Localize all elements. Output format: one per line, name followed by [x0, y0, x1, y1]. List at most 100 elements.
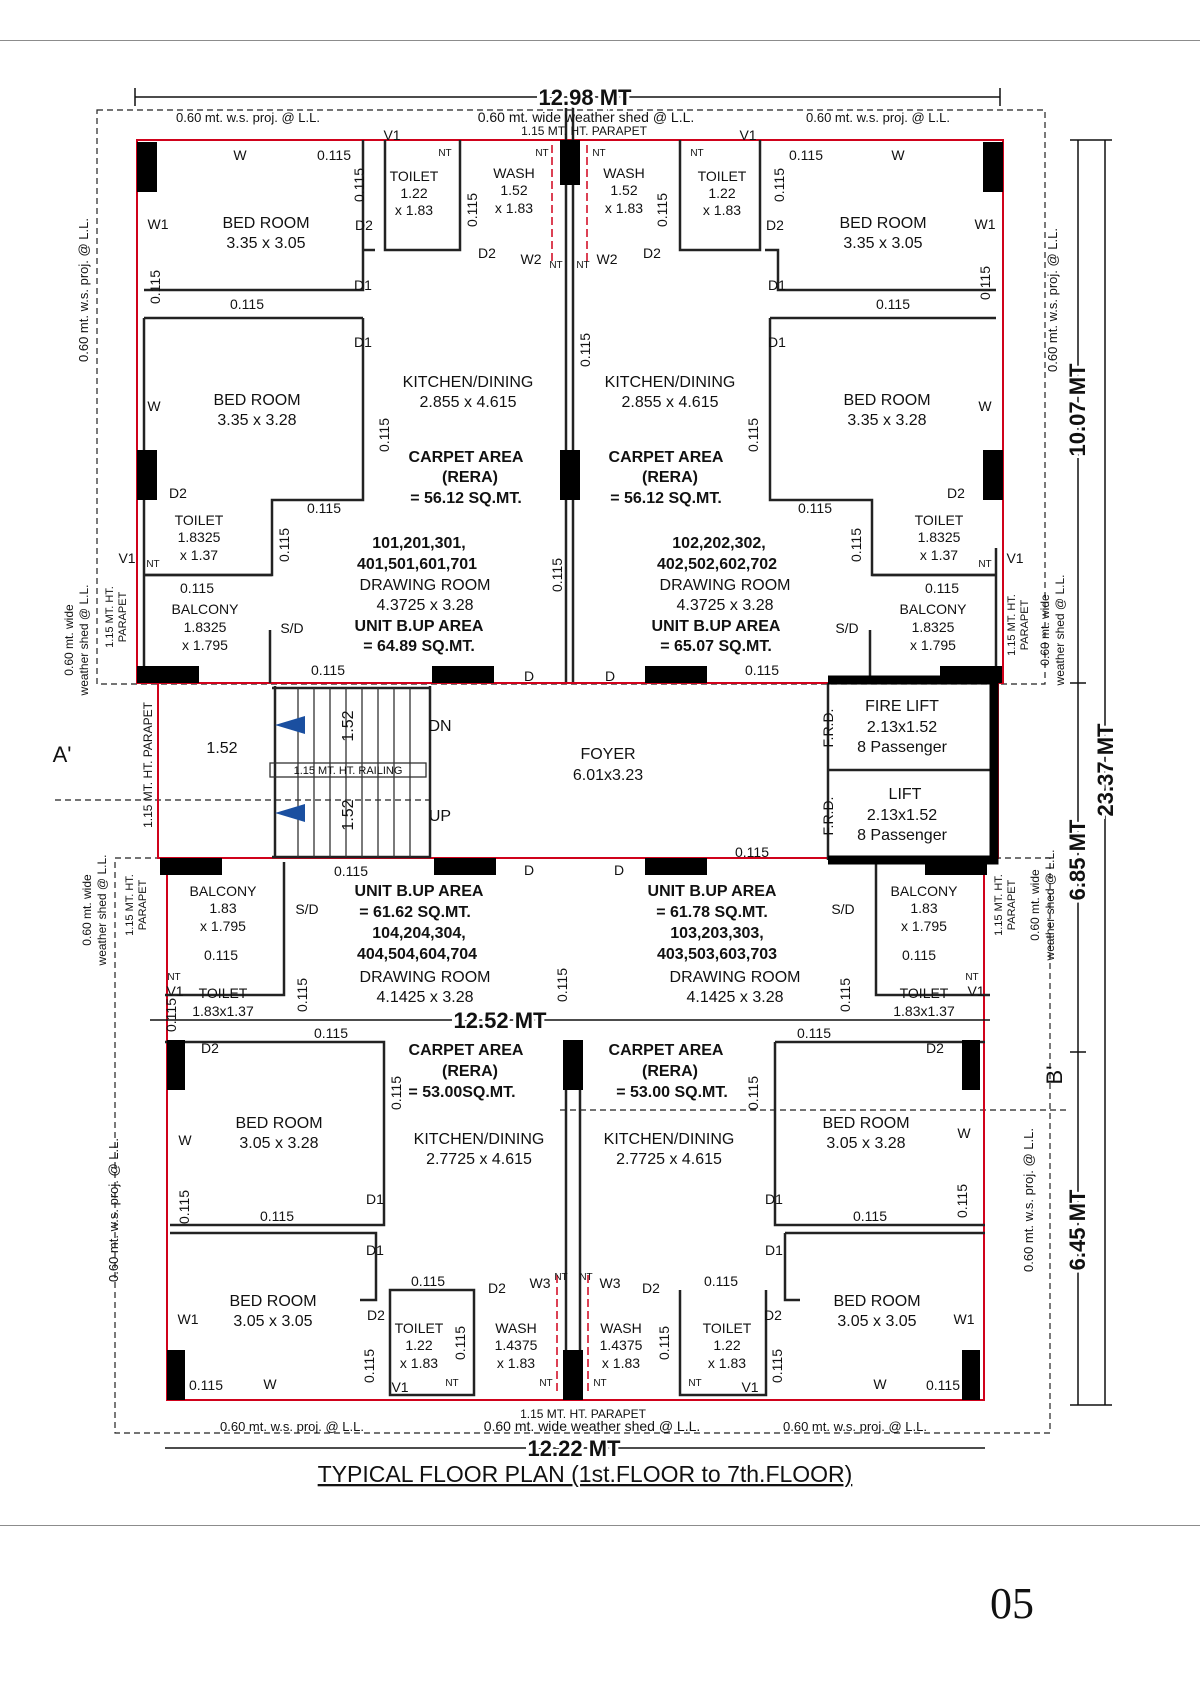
- bed-room-dim: 3.35 x 3.05: [226, 235, 305, 252]
- dimension-lines: [134, 88, 1112, 1449]
- toilet-dim: 1.22: [400, 185, 427, 201]
- wall-thickness: 0.115: [554, 968, 570, 1002]
- toilet-dim: x 1.83: [395, 202, 433, 218]
- wall-thickness: 0.115: [294, 978, 310, 1012]
- bed-room-dim: 3.35 x 3.28: [217, 412, 296, 429]
- kitchen-label: KITCHEN/DINING: [414, 1131, 545, 1148]
- toilet-label: TOILET: [915, 512, 964, 528]
- thick-walls-lift: [828, 675, 999, 865]
- toilet-label: TOILET: [395, 1320, 444, 1336]
- wall-thickness: 0.115: [848, 528, 864, 562]
- bed-room-label: BED ROOM: [229, 1293, 316, 1310]
- balcony-dim: 1.83: [910, 900, 937, 916]
- unit-numbers: 102,202,302,: [672, 535, 765, 552]
- balcony-dim: 1.8325: [912, 619, 955, 635]
- wall-thickness: 0.115: [745, 1076, 761, 1110]
- vent-tag: V1: [1006, 550, 1023, 566]
- dim-right-bot: 6.45 MT: [1065, 1189, 1090, 1270]
- window-tag: W: [873, 1376, 887, 1392]
- wash-label: WASH: [495, 1320, 536, 1336]
- wall-thickness: 0.115: [464, 193, 480, 227]
- door-tag: D1: [768, 277, 786, 293]
- balcony-dim: x 1.795: [200, 918, 246, 934]
- vent-tag: V1: [391, 1379, 408, 1395]
- toilet-label: TOILET: [703, 1320, 752, 1336]
- side-shed-note: 0.60 mt. wide: [1038, 594, 1052, 666]
- drawing-label: DRAWING ROOM: [670, 969, 801, 986]
- dim-bottom: 12.22 MT: [528, 1436, 621, 1461]
- wall-thickness: 0.115: [549, 558, 565, 592]
- wall-thickness: 0.115: [745, 662, 779, 678]
- wall-thickness: 0.115: [926, 1377, 960, 1393]
- window-tag: W1: [954, 1311, 975, 1327]
- unit-numbers: 404,504,604,704: [357, 946, 477, 963]
- unit-numbers: 103,203,303,: [670, 925, 763, 942]
- vent-tag: V1: [166, 983, 183, 999]
- dim-middle: 12.52 MT: [454, 1008, 547, 1033]
- wall-thickness: 0.115: [260, 1208, 294, 1224]
- bed-room-dim: 3.05 x 3.28: [826, 1135, 905, 1152]
- foyer-label: FOYER: [580, 746, 635, 763]
- toilet-dim: x 1.83: [708, 1355, 746, 1371]
- door-tag: D2: [643, 245, 661, 261]
- wash-dim: 1.4375: [600, 1337, 643, 1353]
- side-parapet-note: PARAPET: [137, 879, 149, 930]
- frd-label: F.R.D.: [820, 709, 836, 748]
- opening-tags: W W W1 W1 W W V1 V1 V1 V1 D2 D2 D2 D2 W2…: [118, 127, 1023, 1395]
- door-tag: D1: [366, 1191, 384, 1207]
- side-shed-note: 0.60 mt. wide: [1028, 869, 1042, 941]
- carpet-area-label: CARPET AREA: [609, 1042, 724, 1059]
- shed-note: 0.60 mt. wide weather shed @ L.L.: [484, 1418, 701, 1434]
- toilet-dim: x 1.83: [703, 202, 741, 218]
- wash-dim: x 1.83: [497, 1355, 535, 1371]
- nt-tags: NT NT NT NT NT NT NT NT NT NT NT NT NT N…: [146, 148, 991, 1389]
- wash-label: WASH: [603, 165, 644, 181]
- ws-proj-note: 0.60 mt. w.s. proj. @ L.L.: [1045, 228, 1060, 372]
- ws-proj-note: 0.60 mt. w.s. proj. @ L.L.: [783, 1419, 927, 1434]
- wall-thickness: 0.115: [853, 1208, 887, 1224]
- wall-thickness: 0.115: [452, 1326, 468, 1360]
- toilet-label: TOILET: [175, 512, 224, 528]
- wall-thickness: 0.115: [314, 1025, 348, 1041]
- vent-tag: V1: [739, 127, 756, 143]
- wall-thickness: 0.115: [334, 863, 368, 879]
- stair-up-label: UP: [429, 808, 451, 825]
- nt-tag: NT: [535, 148, 548, 159]
- window-tag: W: [233, 147, 247, 163]
- window-tag: W: [978, 398, 992, 414]
- rera-label: (RERA): [642, 1063, 698, 1080]
- room-labels: BED ROOM 3.35 x 3.05 BED ROOM 3.35 x 3.2…: [172, 165, 968, 1371]
- kitchen-dim: 2.7725 x 4.615: [616, 1151, 722, 1168]
- wall-thickness: 0.115: [797, 1025, 831, 1041]
- stair-treads: [269, 688, 427, 857]
- toilet-dim: 1.22: [708, 185, 735, 201]
- wall-thickness: 0.115: [176, 1190, 192, 1224]
- sliding-door-tag: S/D: [831, 901, 854, 917]
- wall-thickness: 0.115: [654, 193, 670, 227]
- bed-room-dim: 3.05 x 3.05: [233, 1313, 312, 1330]
- lift-dim: 2.13x1.52: [867, 807, 937, 824]
- wall-thickness: 0.115: [180, 580, 214, 596]
- wall-thickness: 0.115: [276, 528, 292, 562]
- wall-thickness: 0.115: [798, 500, 832, 516]
- nt-tag: NT: [445, 1378, 458, 1389]
- balcony-label: BALCONY: [891, 883, 959, 899]
- bed-room-dim: 3.35 x 3.28: [847, 412, 926, 429]
- page-title: TYPICAL FLOOR PLAN (1st.FLOOR to 7th.FLO…: [318, 1461, 853, 1487]
- door-tag: D2: [926, 1040, 944, 1056]
- wash-dim: x 1.83: [495, 200, 533, 216]
- wall-thickness: 0.115: [902, 947, 936, 963]
- wash-dim: 1.52: [500, 182, 527, 198]
- wash-dim: 1.4375: [495, 1337, 538, 1353]
- door-tag: D2: [642, 1280, 660, 1296]
- toilet-dim: 1.22: [713, 1337, 740, 1353]
- window-tag: W2: [521, 251, 542, 267]
- stair-width: 1.52: [206, 740, 237, 757]
- wall-thickness: 0.115: [577, 333, 593, 367]
- wall-thickness: 0.115: [789, 147, 823, 163]
- vent-tag: V1: [118, 550, 135, 566]
- lift-dim: 2.13x1.52: [867, 719, 937, 736]
- window-tag: W: [147, 398, 161, 414]
- side-shed-note: 0.60 mt. wide: [62, 604, 76, 676]
- bed-room-dim: 3.05 x 3.28: [239, 1135, 318, 1152]
